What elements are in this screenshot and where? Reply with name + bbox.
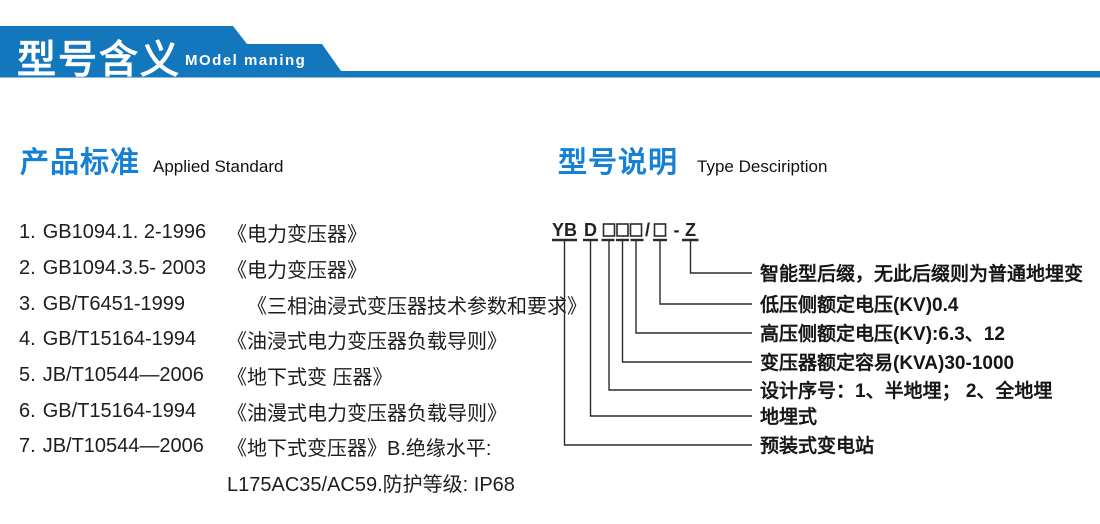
standard-item-7-continuation: L175AC35/AC59.防护等级: IP68 bbox=[227, 474, 515, 497]
standard-title: 《电力变压器》 bbox=[227, 260, 367, 283]
standard-code-text: GB/T15164-1994 bbox=[42, 399, 197, 422]
standard-title: 《地下式变 压器》 bbox=[227, 367, 393, 390]
model-code-box-hv bbox=[629, 223, 643, 237]
label-lv-voltage: 低压侧额定电压(KV)0.4 bbox=[759, 293, 959, 316]
standard-number: 4. bbox=[19, 328, 36, 351]
standards-heading-en: Applied Standard bbox=[153, 157, 284, 176]
standard-title: 《油漫式电力变压器负载导则》 bbox=[227, 402, 507, 425]
standard-item-1: 1. GB1094.1. 2-1996 《电力变压器》 bbox=[0, 215, 560, 251]
label-rated-capacity: 变压器额定容易(KVA)30-1000 bbox=[760, 351, 1014, 374]
standard-title: 《油浸式电力变压器负载导则》 bbox=[227, 331, 507, 354]
model-heading: 型号说明 Type Desciription bbox=[558, 139, 827, 181]
page-subtitle: MOdel maning bbox=[185, 52, 307, 69]
model-code-label-list: 智能型后缀，无此后缀则为普通地埋变 低压侧额定电压(KV)0.4 高压侧额定电压… bbox=[759, 262, 1083, 457]
model-code-suffix: Z bbox=[685, 220, 696, 240]
standard-number: 7. bbox=[19, 435, 36, 458]
standard-code-text: JB/T10544—2006 bbox=[42, 435, 204, 458]
standards-heading: 产品标准 Applied Standard bbox=[20, 139, 283, 181]
standard-code: 1. GB1094.1. 2-1996 bbox=[19, 221, 227, 244]
label-smart-suffix: 智能型后缀，无此后缀则为普通地埋变 bbox=[760, 262, 1083, 285]
header-banner-shape bbox=[0, 26, 1100, 78]
model-code-type: D bbox=[584, 220, 597, 240]
standard-code-text: GB1094.1. 2-1996 bbox=[42, 221, 207, 244]
standard-item-5: 5. JB/T10544—2006 《地下式变 压器》 bbox=[0, 358, 560, 394]
standard-item-4: 4. GB/T15164-1994 《油浸式电力变压器负载导则》 bbox=[0, 322, 560, 358]
standard-code: 7. JB/T10544—2006 bbox=[19, 435, 227, 458]
standard-item-6: 6. GB/T15164-1994 《油漫式电力变压器负载导则》 bbox=[0, 393, 560, 429]
standard-item-3: 3. GB/T6451-1999 《三相油浸式变压器技术参数和要求》 bbox=[0, 286, 587, 322]
standard-number: 5. bbox=[19, 364, 36, 387]
model-code-box-capacity bbox=[602, 223, 616, 237]
standard-title: 《电力变压器》 bbox=[227, 224, 367, 247]
standard-code: 3. GB/T6451-1999 bbox=[19, 293, 227, 316]
label-buried-type: 地埋式 bbox=[760, 405, 817, 428]
standard-code: 6. GB/T15164-1994 bbox=[19, 400, 227, 423]
standard-item-7: 7. JB/T10544—2006 《地下式变压器》B.绝缘水平: bbox=[0, 429, 560, 465]
label-prefab-substation: 预装式变电站 bbox=[760, 434, 874, 457]
model-code-slash: / bbox=[645, 220, 650, 240]
standard-number: 6. bbox=[19, 399, 36, 422]
standard-code-text: GB/T6451-1999 bbox=[42, 292, 186, 315]
standard-number: 3. bbox=[19, 292, 36, 315]
standard-code-text: JB/T10544—2006 bbox=[42, 364, 204, 387]
standard-code: 5. JB/T10544—2006 bbox=[19, 364, 227, 387]
model-heading-cn: 型号说明 bbox=[558, 147, 679, 179]
model-code: YB D / - Z bbox=[552, 220, 696, 240]
connector-lines bbox=[563, 241, 752, 446]
standard-code: 2. GB1094.3.5- 2003 bbox=[19, 257, 227, 280]
label-hv-voltage: 高压侧额定电压(KV):6.3、12 bbox=[760, 322, 1005, 345]
model-code-box-lv bbox=[653, 223, 667, 237]
standard-code: 4. GB/T15164-1994 bbox=[19, 328, 227, 351]
standards-heading-cn: 产品标准 bbox=[20, 147, 141, 179]
page-title: 型号含义 bbox=[17, 39, 182, 82]
standard-title: 《地下式变压器》B.绝缘水平: bbox=[227, 438, 492, 461]
model-code-box-design bbox=[616, 223, 629, 237]
model-code-dash: - bbox=[674, 220, 680, 240]
standard-number: 2. bbox=[19, 257, 36, 280]
standard-item-2: 2. GB1094.3.5- 2003 《电力变压器》 bbox=[0, 251, 560, 287]
model-heading-en: Type Desciription bbox=[697, 157, 828, 176]
standard-code-text: GB/T15164-1994 bbox=[42, 328, 197, 351]
label-design-serial: 设计序号：1、半地埋； 2、全地埋 bbox=[760, 379, 1052, 402]
banner-ribbon bbox=[0, 26, 1100, 78]
model-code-prefix: YB bbox=[552, 220, 577, 240]
standard-title: 《三相油浸式变压器技术参数和要求》 bbox=[247, 295, 587, 318]
standard-number: 1. bbox=[19, 221, 36, 244]
standards-list: 1. GB1094.1. 2-1996 《电力变压器》 2. GB1094.3.5-… bbox=[0, 215, 587, 501]
model-code-diagram: YB D / - Z bbox=[552, 220, 1083, 457]
standard-code-text: GB1094.3.5- 2003 bbox=[42, 257, 207, 280]
